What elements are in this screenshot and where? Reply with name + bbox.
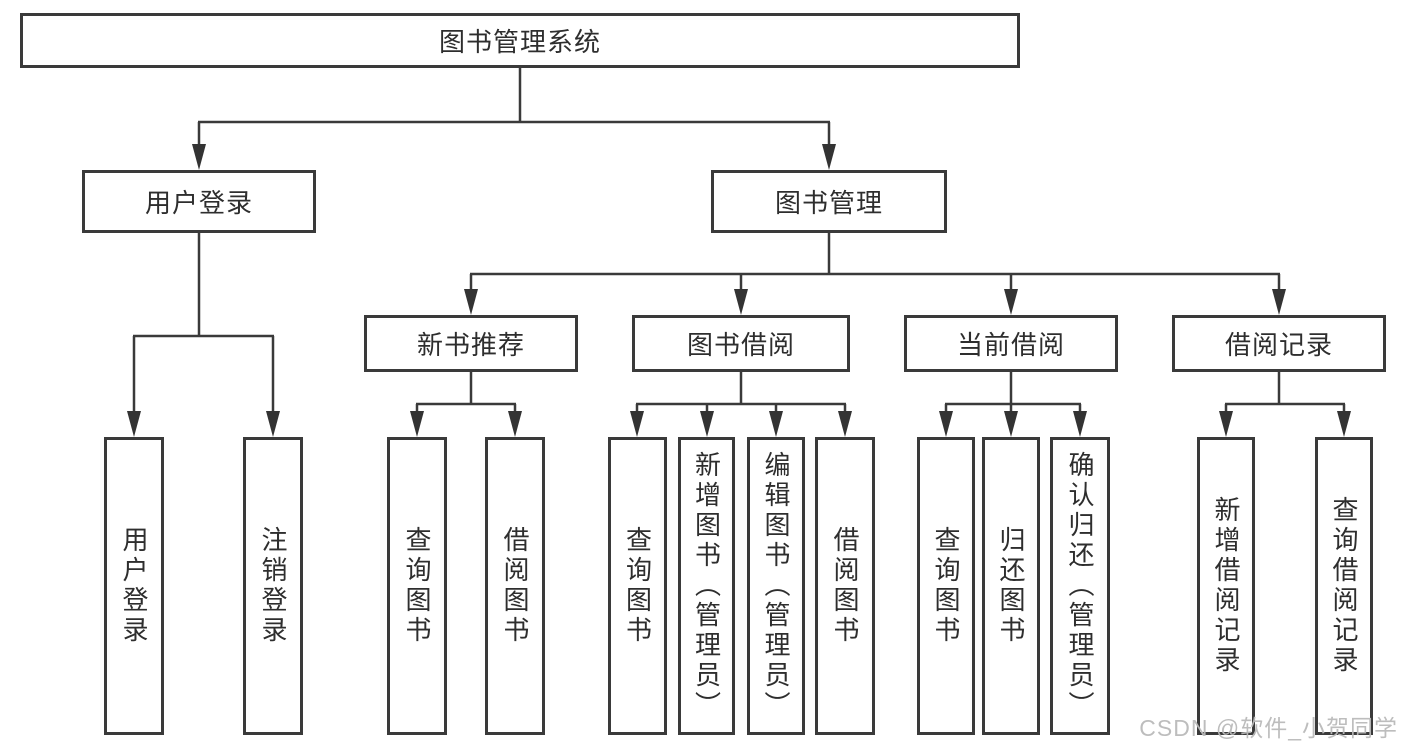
- node-records-query-record: 查询借阅记录: [1315, 437, 1373, 735]
- node-current-return-books: 归还图书: [982, 437, 1040, 735]
- node-current-query-books: 查询图书: [917, 437, 975, 735]
- node-label: 借阅图书: [500, 526, 530, 646]
- node-label: 当前借阅: [956, 330, 1065, 360]
- node-label: 图书管理: [774, 188, 883, 218]
- node-current-confirm-return-admin: 确认归还（管理员）: [1050, 437, 1110, 735]
- node-label: 确认归还（管理员）: [1065, 451, 1095, 721]
- node-label: 用户登录: [144, 188, 253, 218]
- node-label: 查询图书: [622, 526, 653, 646]
- node-recommend-borrow-books: 借阅图书: [485, 437, 545, 735]
- node-label: 新书推荐: [416, 330, 525, 360]
- node-label: 图书管理系统: [438, 27, 601, 57]
- node-recommend-query-books: 查询图书: [387, 437, 447, 735]
- node-logout-action: 注销登录: [243, 437, 303, 735]
- node-label: 查询借阅记录: [1329, 496, 1359, 676]
- node-current-borrow: 当前借阅: [904, 315, 1118, 372]
- node-label: 查询图书: [402, 526, 432, 646]
- node-user-login-module: 用户登录: [82, 170, 316, 233]
- node-label: 图书借阅: [686, 330, 795, 360]
- node-book-management-module: 图书管理: [711, 170, 947, 233]
- node-label: 归还图书: [996, 526, 1026, 646]
- node-label: 查询图书: [931, 526, 961, 646]
- node-label: 编辑图书（管理员）: [761, 451, 791, 721]
- node-root-system: 图书管理系统: [20, 13, 1020, 68]
- node-label: 借阅记录: [1224, 330, 1333, 360]
- node-records-add-record: 新增借阅记录: [1197, 437, 1255, 735]
- node-borrow-records: 借阅记录: [1172, 315, 1386, 372]
- node-label: 用户登录: [119, 526, 149, 646]
- node-label: 注销登录: [258, 526, 288, 646]
- node-label: 新增图书（管理员）: [691, 451, 722, 721]
- node-label: 借阅图书: [830, 526, 860, 646]
- node-book-borrow: 图书借阅: [632, 315, 850, 372]
- node-user-login-action: 用户登录: [104, 437, 164, 735]
- csdn-watermark: CSDN @软件_小贺同学: [1139, 715, 1398, 741]
- node-borrow-add-books-admin: 新增图书（管理员）: [678, 437, 735, 735]
- node-borrow-borrow-books: 借阅图书: [815, 437, 875, 735]
- node-borrow-query-books: 查询图书: [608, 437, 667, 735]
- node-label: 新增借阅记录: [1211, 496, 1241, 676]
- node-new-book-recommend: 新书推荐: [364, 315, 578, 372]
- node-borrow-edit-books-admin: 编辑图书（管理员）: [747, 437, 805, 735]
